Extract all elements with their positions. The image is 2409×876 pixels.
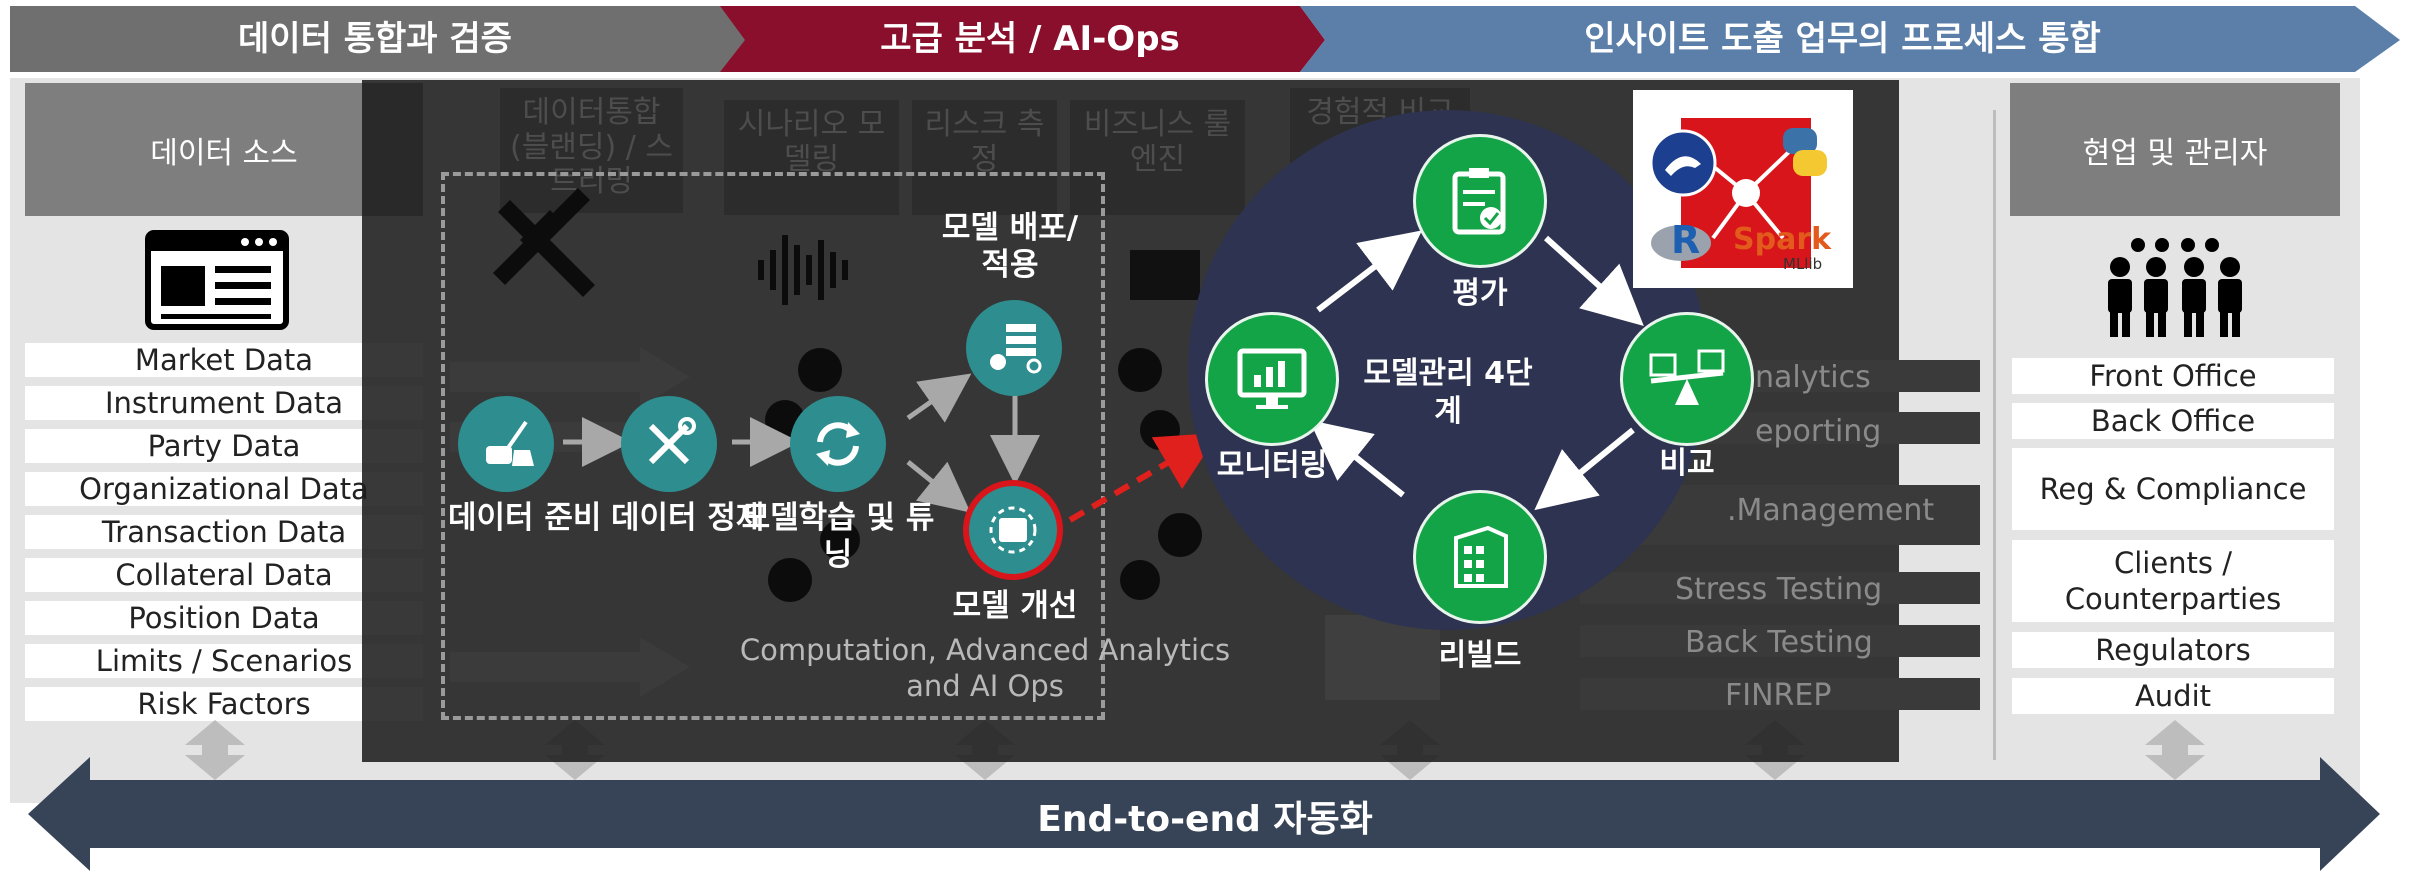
- ghost-row: [1580, 572, 1980, 604]
- list-item: Instrument Data: [25, 386, 423, 420]
- list-item: Organizational Data: [25, 472, 423, 506]
- ghost-item-management: .Management: [1727, 493, 1935, 528]
- ml-tools-logo: R Spark MLlib: [1633, 90, 1853, 288]
- monitor-chart-icon: [1237, 348, 1307, 409]
- ghost-item-reporting: eporting: [1755, 414, 1882, 449]
- banner-blue-shape: [1300, 6, 2400, 72]
- ghost-row: [1580, 625, 1980, 657]
- list-item: Risk Factors: [25, 687, 423, 721]
- column-divider: [1993, 110, 1996, 760]
- document-icon: [145, 230, 289, 330]
- deploy-icon: [990, 324, 1042, 374]
- scale-icon: [1649, 349, 1725, 405]
- building-icon: [1454, 525, 1508, 588]
- banner-gray-shape: [10, 6, 765, 72]
- list-item: Collateral Data: [25, 558, 423, 592]
- list-item: Back Office: [2012, 403, 2334, 439]
- step-improve-label: 모델 개선: [952, 588, 1078, 624]
- data-source-list: Market Data Instrument Data Party Data O…: [25, 343, 423, 721]
- people-icon: [2108, 238, 2242, 337]
- list-item: Clients / Counterparties: [2012, 540, 2334, 622]
- step-improve-circle: [963, 480, 1063, 580]
- list-item: Regulators: [2012, 632, 2334, 668]
- end-to-end-arrow: [28, 757, 2380, 871]
- list-item: Transaction Data: [25, 515, 423, 549]
- step-train-circle: [790, 396, 886, 492]
- banner-data-integration: 데이터 통합과 검증: [238, 19, 512, 59]
- ghost-item-back-testing: Back Testing: [1685, 625, 1873, 660]
- step-prepare-circle: [458, 396, 554, 492]
- ghost-item-stress-testing: Stress Testing: [1675, 572, 1883, 607]
- step-train-label: 모델학습 및 튜닝: [741, 500, 935, 574]
- spark-logo-text: Spark: [1733, 222, 1832, 257]
- step-cleanse-circle: [621, 396, 717, 492]
- improve-icon: [989, 506, 1037, 554]
- step-prepare-label: 데이터 준비: [448, 500, 602, 536]
- tools-icon: [648, 417, 696, 465]
- r-logo-text: R: [1671, 218, 1701, 262]
- banner-advanced-analytics: 고급 분석 / AI-Ops: [880, 19, 1180, 59]
- step-deploy-circle: [966, 300, 1062, 396]
- banner-red-shape: [720, 6, 1325, 72]
- banner-arrows: [10, 6, 2400, 72]
- list-item: Position Data: [25, 601, 423, 635]
- ghost-row: [1580, 678, 1980, 710]
- list-item: Front Office: [2012, 358, 2334, 394]
- ghost-header-rule-engine: 비즈니스 룰엔진: [1070, 100, 1245, 215]
- business-users-header: 현업 및 관리자: [2010, 83, 2340, 216]
- node-monitor-label: 모니터링: [1216, 448, 1328, 483]
- ghost-header-integration: 데이터통합 (블랜딩) / 스트리밍: [500, 88, 683, 213]
- list-item: Market Data: [25, 343, 423, 377]
- step-cleanse-label: 데이터 정제: [611, 500, 765, 536]
- node-rebuild-circle: [1413, 490, 1547, 624]
- node-evaluate-label: 평가: [1452, 276, 1508, 311]
- lifecycle-arrows: [1309, 230, 1644, 511]
- node-monitor-circle: [1205, 312, 1339, 446]
- node-evaluate-circle: [1413, 134, 1547, 268]
- end-to-end-label: End-to-end 자동화: [1037, 799, 1373, 840]
- list-item: Limits / Scenarios: [25, 644, 423, 678]
- ghost-item-finrep: FINREP: [1725, 678, 1832, 713]
- banner-insight-integration: 인사이트 도출 업무의 프로세스 통합: [1584, 19, 2101, 59]
- list-item: Party Data: [25, 429, 423, 463]
- pipeline-caption: Computation, Advanced Analytics and AI O…: [739, 633, 1231, 704]
- ghost-header-risk: 리스크 측정: [912, 100, 1057, 215]
- lifecycle-center-label: 모델관리 4단계: [1363, 356, 1533, 429]
- data-source-header: 데이터 소스: [25, 83, 423, 216]
- list-item: Reg & Compliance: [2012, 448, 2334, 530]
- list-item: Audit: [2012, 678, 2334, 714]
- node-rebuild-label: 리빌드: [1438, 638, 1522, 673]
- clipboard-check-icon: [1452, 168, 1506, 235]
- mllib-logo-text: MLlib: [1783, 255, 1823, 273]
- ghost-header-scenario: 시나리오 모델링: [724, 100, 899, 215]
- pipeline-frame: [441, 172, 1105, 720]
- cleaning-icon: [486, 420, 534, 466]
- node-compare-label: 비교: [1659, 446, 1715, 481]
- node-compare-circle: [1620, 312, 1754, 446]
- ml-logos-graphic: [1649, 118, 1827, 268]
- step-deploy-label: 모델 배포/적용: [941, 210, 1079, 284]
- refresh-icon: [816, 422, 860, 466]
- ghost-item-analytics: nalytics: [1755, 360, 1871, 395]
